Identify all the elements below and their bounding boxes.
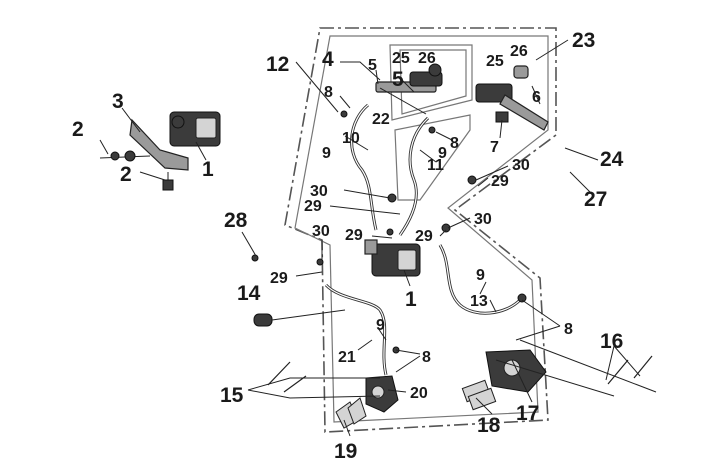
callout-25: 25 [486,53,504,70]
callout-29: 29 [270,270,288,287]
abs-modulator-detached [99,111,221,191]
callout-1: 1 [405,288,417,311]
callout-29: 29 [345,227,363,244]
callout-11: 11 [427,157,444,174]
callout-30: 30 [310,183,328,200]
callout-20: 20 [410,385,428,402]
right-caliper [461,349,547,411]
callout-19: 19 [334,440,357,463]
callout-30: 30 [312,223,330,240]
callout-9: 9 [322,145,331,162]
callout-23: 23 [572,29,595,52]
callout-2: 2 [120,163,132,186]
callout-28: 28 [224,209,248,232]
callout-labels: 1 1 2 2 3 4 5 5 6 7 8 8 8 8 9 9 9 9 10 1… [72,29,624,463]
callout-15: 15 [220,384,244,407]
brake-hoses [324,103,522,376]
callout-29: 29 [304,198,322,215]
callout-13: 13 [470,293,488,310]
callout-10: 10 [342,130,360,147]
callout-14: 14 [237,282,261,305]
callout-25: 25 [392,50,410,67]
callout-2: 2 [72,118,84,141]
callout-29: 29 [491,173,509,190]
right-master-cylinder [475,65,549,131]
callout-26: 26 [510,43,528,60]
callout-6: 6 [532,89,541,106]
callout-5: 5 [392,68,404,91]
callout-22: 22 [372,111,390,128]
callout-8: 8 [564,321,573,338]
callout-12: 12 [266,53,289,76]
callout-17: 17 [516,402,539,425]
callout-9: 9 [376,317,385,334]
callout-30: 30 [474,211,492,228]
callout-30: 30 [512,157,530,174]
fasteners [251,110,653,393]
callout-29: 29 [415,228,433,245]
left-master-cylinder [375,63,443,93]
callout-9: 9 [438,145,447,162]
callout-1: 1 [202,158,214,181]
callout-5: 5 [368,57,377,74]
callout-7: 7 [490,139,499,156]
callout-9: 9 [476,267,485,284]
callout-8: 8 [324,84,333,101]
callout-8: 8 [450,135,459,152]
callout-21: 21 [338,349,356,366]
abs-modulator-center [364,239,421,277]
callout-4: 4 [322,48,334,71]
callout-18: 18 [477,414,501,437]
callout-3: 3 [112,90,124,113]
leader-lines [99,39,657,437]
left-caliper [335,375,399,429]
callout-16: 16 [600,330,623,353]
callout-8: 8 [422,349,431,366]
callout-26: 26 [418,50,436,67]
callout-24: 24 [600,148,624,171]
callout-27: 27 [584,188,607,211]
